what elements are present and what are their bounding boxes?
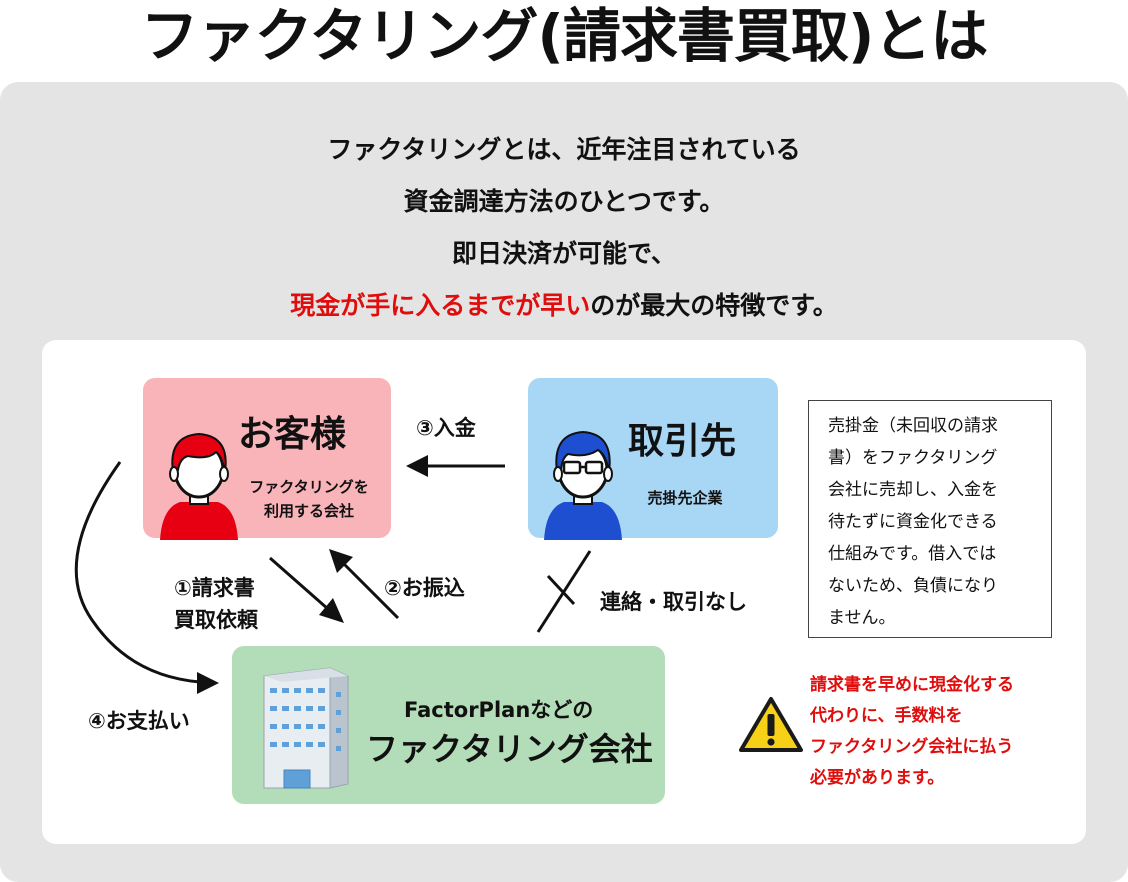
no-contact-label: 連絡・取引なし [600, 590, 747, 614]
note-line-3: 会社に売却し、入金を [828, 480, 998, 500]
client-name: 取引先 [628, 421, 737, 462]
intro-line-4-rest: のが最大の特徴です。 [590, 291, 838, 320]
client-person-icon [544, 430, 622, 540]
step1-label-line-1: ①請求書 [174, 576, 255, 600]
note-line-7: ません。 [828, 608, 896, 628]
step4-label: ④お支払い [88, 709, 190, 733]
customer-person-icon [160, 432, 238, 540]
warning-triangle-icon [739, 697, 803, 752]
intro-line-3: 即日決済が可能で、 [451, 239, 676, 268]
customer-desc-line-2: 利用する会社 [263, 502, 354, 520]
building-icon [263, 667, 349, 789]
intro-line-1: ファクタリングとは、近年注目されている [327, 135, 801, 164]
note-line-4: 待たずに資金化できる [828, 512, 998, 532]
page-title: ファクタリング(請求書買取)とは [140, 2, 989, 70]
note-text: 売掛金（未回収の請求 書）をファクタリング 会社に売却し、入金を 待たずに資金化… [828, 410, 1038, 634]
intro-highlight: 現金が手に入るまでが早い [290, 291, 591, 320]
client-desc: 売掛先企業 [647, 489, 723, 507]
intro-text: ファクタリングとは、近年注目されている 資金調達方法のひとつです。 即日決済が可… [0, 124, 1128, 332]
step3-label: ③入金 [416, 416, 476, 440]
warning-line-2: 代わりに、手数料を [810, 706, 963, 726]
arrow-transfer [329, 549, 400, 620]
note-line-2: 書）をファクタリング [828, 448, 998, 468]
arrow-payment [74, 461, 219, 694]
note-line-1: 売掛金（未回収の請求 [828, 416, 998, 436]
note-line-5: 仕組みです。借入では [828, 544, 997, 564]
step1-label-line-2: 買取依頼 [174, 608, 258, 632]
warning-line-1: 請求書を早めに現金化する [810, 675, 1014, 695]
warning-text: 請求書を早めに現金化する 代わりに、手数料を ファクタリング会社に払う 必要があ… [810, 670, 1060, 794]
factoring-name-line-2: ファクタリング会社 [366, 730, 653, 768]
factoring-name-line-1: FactorPlanなどの [404, 698, 594, 722]
arrow-deposit [406, 455, 505, 477]
customer-name: お客様 [238, 414, 347, 455]
intro-line-4: 現金が手に入るまでが早いのが最大の特徴です。 [0, 280, 1128, 332]
warning-line-4: 必要があります。 [810, 768, 945, 788]
no-contact-line [536, 550, 592, 633]
warning-line-3: ファクタリング会社に払う [810, 737, 1014, 757]
step2-label: ②お振込 [384, 576, 465, 600]
customer-desc-line-1: ファクタリングを [249, 478, 369, 496]
note-line-6: ないため、負債になり [828, 576, 998, 596]
intro-line-2: 資金調達方法のひとつです。 [403, 187, 725, 216]
note-box [808, 400, 1052, 638]
arrow-request [269, 556, 344, 623]
